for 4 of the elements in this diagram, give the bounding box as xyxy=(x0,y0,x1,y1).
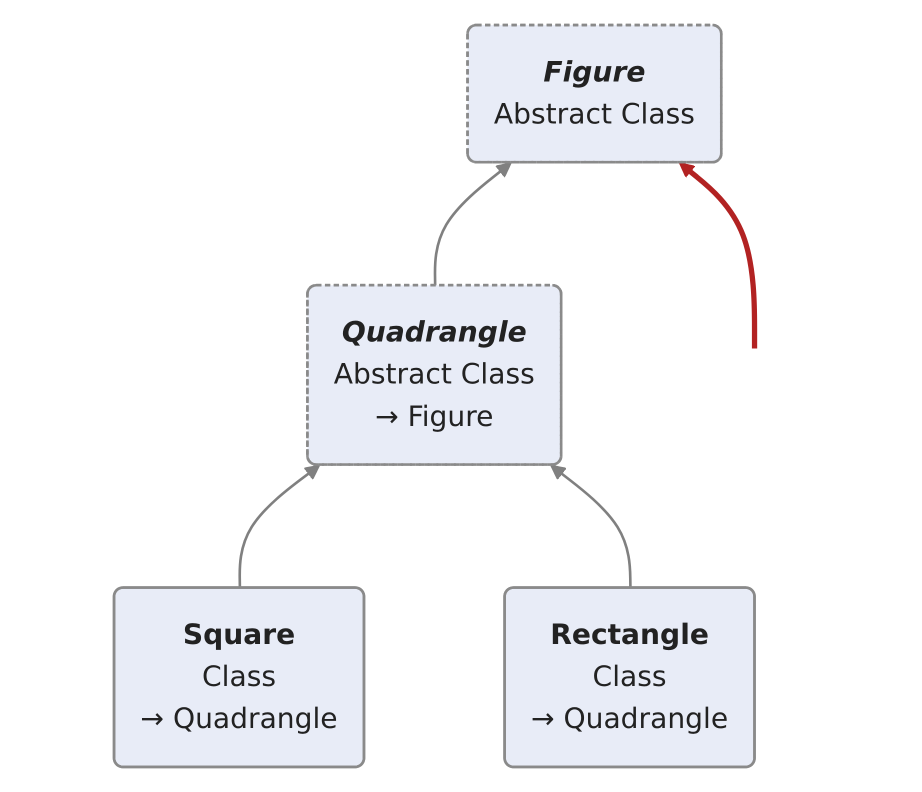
arrow xyxy=(550,464,632,588)
arrow xyxy=(238,464,320,588)
arrow xyxy=(679,162,758,349)
arrow xyxy=(434,162,512,286)
